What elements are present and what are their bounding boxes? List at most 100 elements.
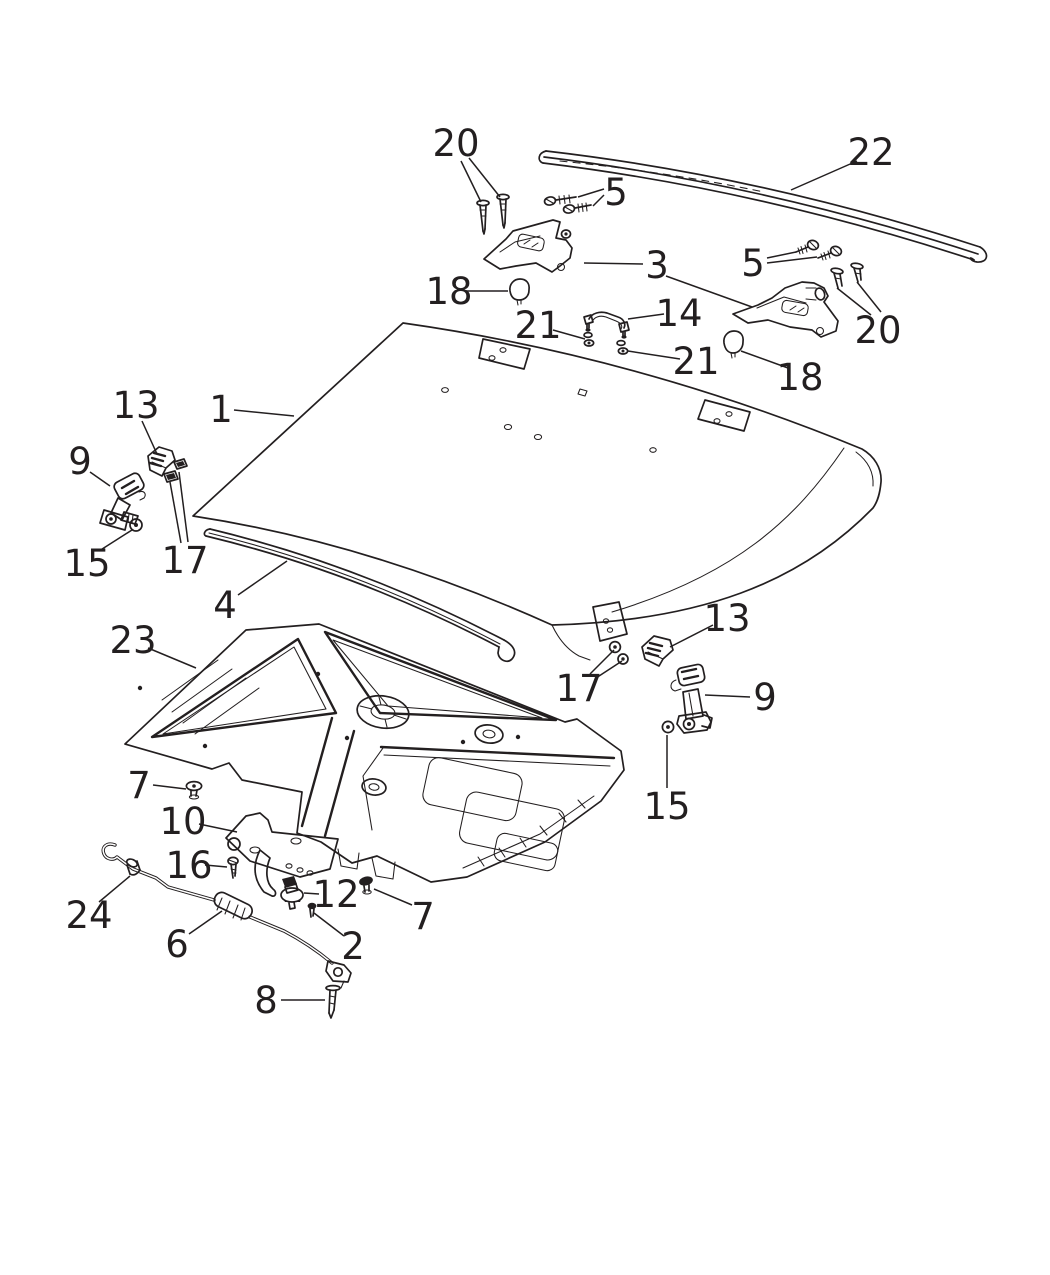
part-15-nut-right [661,720,675,734]
part-17-clips-left [163,458,188,483]
callout-12: 12 [312,873,359,916]
callout-20-left-leader-1 [460,160,482,203]
callout-1-leader-1 [233,409,295,417]
callout-12-leader-1 [303,892,320,895]
callout-20-right-leader-2 [856,281,882,313]
callout-20-right: 20 [854,309,901,352]
part-3-hinge-left [483,219,573,273]
callout-21-upper-leader-1 [552,329,586,340]
callout-2: 2 [341,925,365,968]
callout-4: 4 [213,584,237,627]
part-1-hood-panel [192,322,882,661]
callout-6-leader-1 [188,910,223,935]
part-13-catch-left [147,446,176,477]
callout-17-left-leader-1 [169,481,182,544]
callout-2-leader-1 [313,912,345,937]
callout-13-right-leader-1 [669,624,714,648]
part-14-footman-loop [583,311,630,339]
callout-7-right: 7 [411,895,435,938]
callout-17-left-leader-2 [178,471,189,543]
part-3-hinge-right [732,281,839,338]
callout-7-right-leader-1 [373,888,413,906]
part-4-hood-seal [203,528,516,663]
callout-22: 22 [847,131,894,174]
callout-3: 3 [645,244,669,287]
pad-vent-center [356,694,410,730]
part-13-catch-right [641,635,674,667]
callout-18-right-leader-1 [740,350,789,369]
callout-8: 8 [254,979,278,1022]
callout-6: 6 [165,923,189,966]
callout-18-right: 18 [776,356,823,399]
callout-9-right-leader-1 [704,694,751,698]
rod-sleeve-6 [213,891,253,921]
hood-hinge-tab-left [478,338,531,370]
callout-13-left: 13 [112,384,159,427]
part-21-nut-upper [583,331,595,347]
callout-14: 14 [655,292,702,335]
callout-17-right: 17 [555,667,602,710]
part-17-grommets-right [608,640,629,665]
part-22-cowl-weatherstrip [538,150,988,263]
callout-13-right: 13 [703,597,750,640]
callout-17-left: 17 [161,539,208,582]
part-6-prop-rod [101,842,352,989]
part-23-insulation-pad [124,623,625,883]
callout-1: 1 [209,388,233,431]
callout-5-left: 5 [604,171,628,214]
callout-15-left: 15 [63,542,110,585]
callout-21-lower: 21 [672,340,719,383]
callout-16: 16 [165,844,212,887]
rod-end-fitting [325,960,352,989]
callout-15-right: 15 [643,785,690,828]
part-15-nut-left [129,518,143,532]
callout-3-leader-2 [665,275,753,308]
callout-16-leader-1 [204,864,228,868]
part-5-screws-left [543,194,592,214]
callout-24: 24 [65,894,112,937]
callout-5-right-leader-1 [766,251,797,259]
callout-5-right-leader-2 [766,256,818,264]
callout-17-right-leader-1 [589,649,615,675]
callout-21-upper: 21 [514,304,561,347]
callout-22-leader-1 [790,160,858,191]
part-20-pins-right [830,262,864,289]
callout-13-left-leader-1 [141,420,158,455]
callout-10-leader-1 [198,823,238,833]
part-9-latch-left [99,472,146,531]
callout-7-left: 7 [127,764,151,807]
callout-20-right-leader-1 [836,287,872,316]
callout-5-left-leader-2 [592,194,605,207]
callout-4-leader-1 [237,560,288,596]
part-7-clip-left [185,780,203,800]
callout-5-right: 5 [741,242,765,285]
callout-7-left-leader-1 [152,784,187,790]
callout-24-leader-1 [98,875,131,903]
part-5-screws-right [795,239,843,261]
callout-20-left: 20 [432,122,479,165]
callout-21-lower-leader-1 [627,350,681,360]
hood-front-tab [592,601,628,642]
callout-5-left-leader-1 [577,188,605,198]
callout-18-left: 18 [425,270,472,313]
rod-clip-24 [125,858,141,876]
callout-3-leader-1 [583,262,644,265]
callout-17-right-leader-2 [595,660,623,679]
callout-20-left-leader-2 [468,157,501,198]
part-16-screw [227,856,239,879]
callout-9-left: 9 [68,440,92,483]
part-7-clip-right [359,876,373,895]
part-2-screw [307,902,317,918]
part-18-bumper-left [509,278,530,306]
part-18-bumper-right [723,330,744,359]
release-cable-arm [254,849,277,897]
callout-9-right: 9 [753,676,777,719]
part-20-pins-left [476,193,510,235]
part-12-striker [280,876,304,910]
part-9-latch-right [670,663,713,734]
part-8-pin [325,984,341,1019]
callout-15-left-leader-1 [98,529,133,552]
